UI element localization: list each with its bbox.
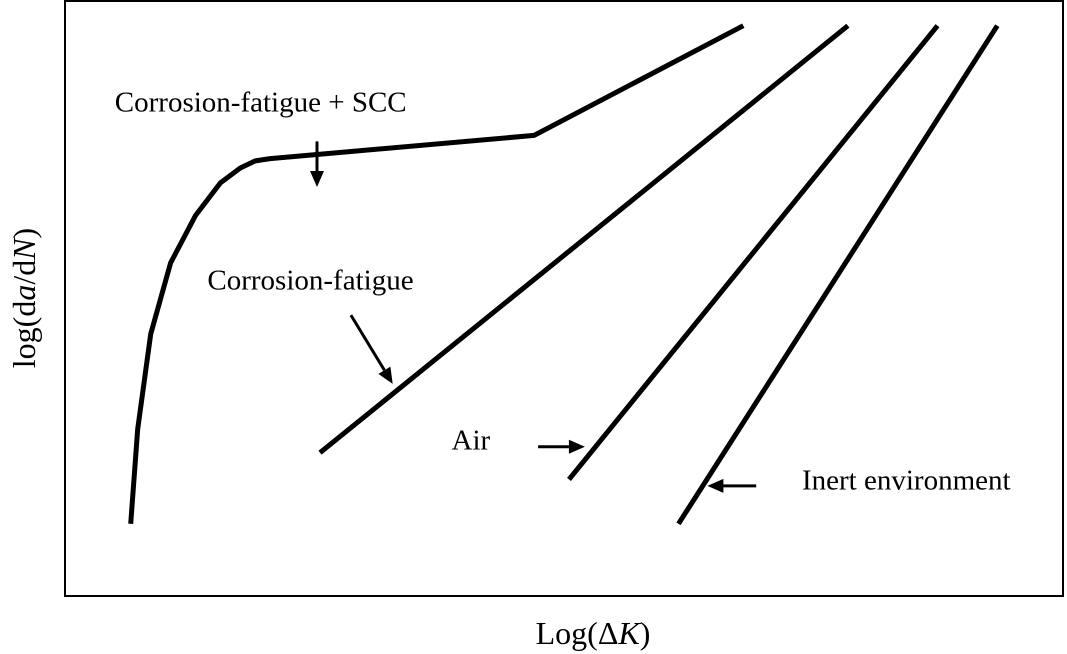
annotation-label-cf: Corrosion-fatigue: [207, 265, 413, 297]
annotation-arrow-head-cf: [378, 366, 393, 384]
annotation-arrow-shaft-cf: [349, 314, 386, 371]
annotation-label-inert: Inert environment: [802, 464, 1011, 496]
x-axis-label: Log(ΔK): [536, 615, 651, 651]
annotation-label-air: Air: [452, 425, 491, 457]
plot-frame: [64, 0, 1064, 597]
series-line-air: [567, 24, 940, 481]
annotation-layer: Corrosion-fatigue + SCC Corrosion-fatigue…: [115, 87, 1011, 497]
annotation-arrow-head-inert: [707, 478, 724, 493]
series-line-cf: [318, 23, 850, 455]
annotation-arrow-head-cf_scc: [310, 171, 324, 187]
series-line-cf_scc: [128, 23, 745, 524]
annotation-label-cf_scc: Corrosion-fatigue + SCC: [115, 87, 407, 119]
series-line-inert: [676, 24, 1000, 526]
annotation-arrow-head-air: [568, 439, 585, 454]
series-layer: [128, 23, 1000, 526]
y-axis-label: log(da/dN): [6, 228, 42, 368]
